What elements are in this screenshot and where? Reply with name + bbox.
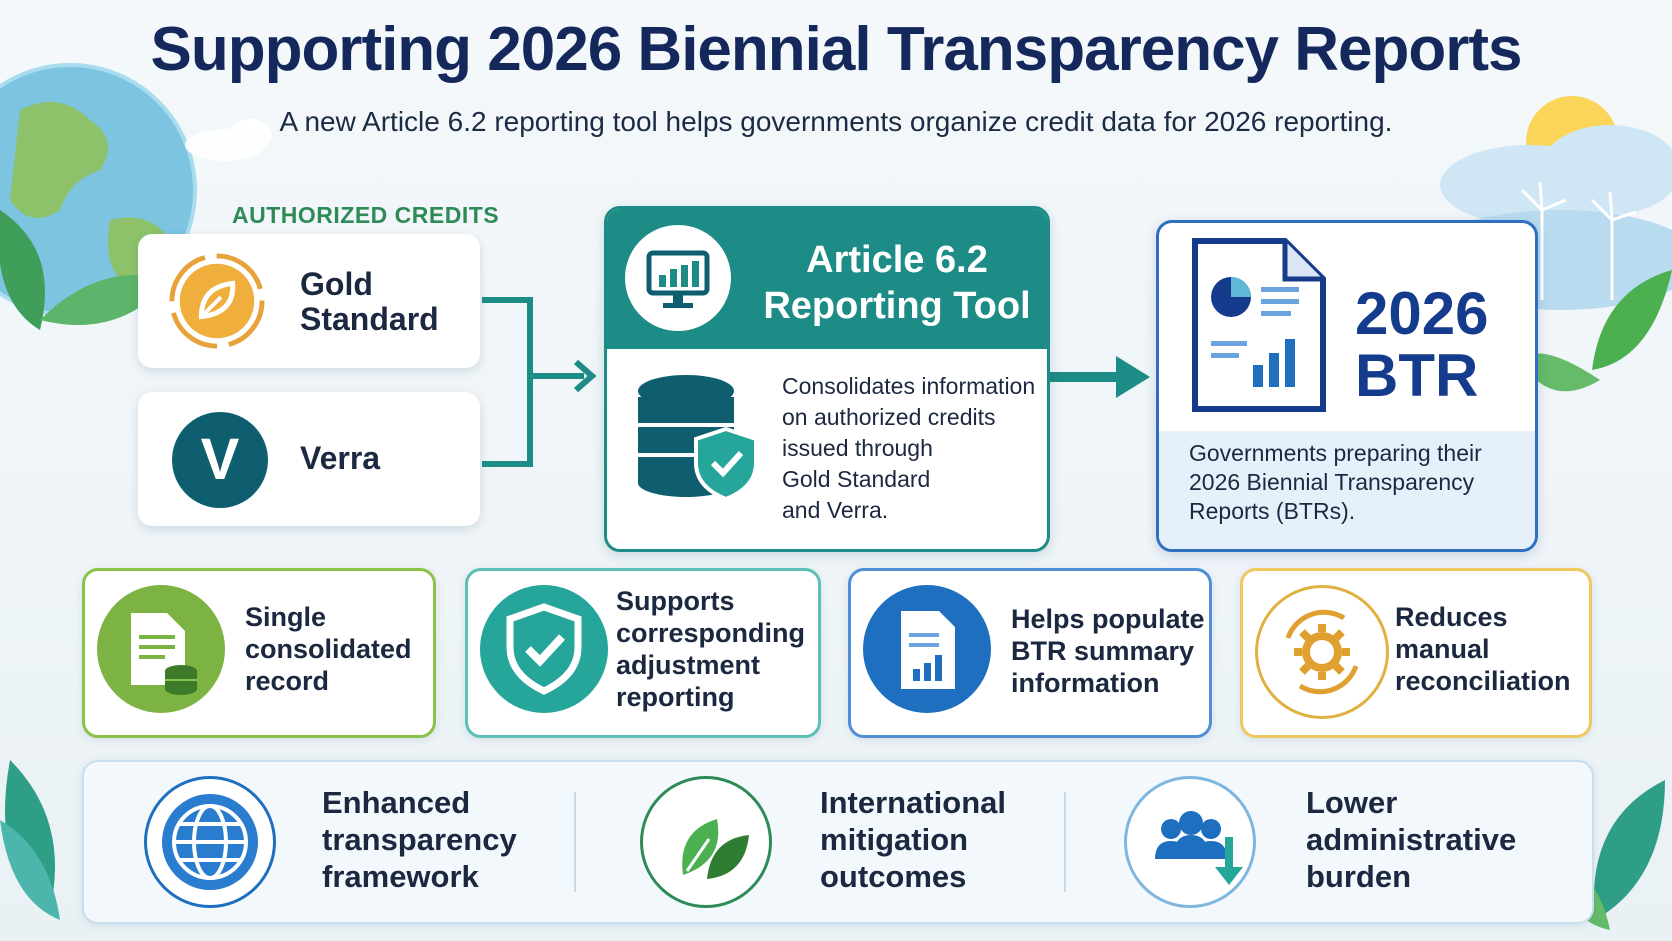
outcome-text: Enhanced transparency framework [322, 784, 517, 895]
btr-description-band [1159, 431, 1535, 549]
outcome-line: outcomes [820, 859, 967, 894]
tool-title-line2: Reporting Tool [763, 285, 1031, 327]
outcome-line: International [820, 785, 1007, 820]
btr-desc-line: Governments preparing their [1189, 440, 1482, 466]
tool-to-btr-arrow [1048, 356, 1150, 398]
tool-desc-line: Consolidates information [782, 373, 1036, 399]
feature-text: Helps populate BTR summary information [1011, 603, 1205, 699]
credits-to-tool-connector [482, 297, 597, 467]
feature-line: Supports [616, 586, 735, 616]
leaves-bottom-left-decoration-icon [0, 760, 60, 920]
page-title: Supporting 2026 Biennial Transparency Re… [150, 15, 1522, 84]
btr-title: 2026 BTR [1355, 283, 1488, 407]
feature-line: reconciliation [1395, 666, 1571, 696]
outcome-text: International mitigation outcomes [820, 784, 1006, 895]
report-document-icon [1192, 238, 1326, 412]
page-subtitle: A new Article 6.2 reporting tool helps g… [279, 106, 1393, 137]
btr-title-line2: BTR [1355, 342, 1479, 409]
tool-title-line1: Article 6.2 [806, 239, 988, 281]
leaves-right-decoration-icon [1520, 270, 1672, 392]
outcome-line: burden [1306, 859, 1412, 894]
monitor-chart-icon [625, 225, 731, 331]
btr-desc-line: Reports (BTRs). [1189, 498, 1356, 524]
outcomes-bar: Enhanced transparency framework Internat… [82, 760, 1594, 924]
outcome-divider [574, 792, 576, 892]
feature-line: adjustment [616, 650, 761, 680]
feature-line: consolidated [245, 634, 412, 664]
article-6-2-tool-panel: Article 6.2 Reporting Tool Consolidates … [604, 206, 1050, 552]
gear-cycle-icon [1255, 585, 1389, 719]
btr-desc-line: 2026 Biennial Transparency [1189, 469, 1475, 495]
outcome-divider [1064, 792, 1066, 892]
feature-line: record [245, 666, 330, 696]
tool-desc-line: and Verra. [782, 497, 889, 523]
feature-card-corresponding-adjustment: Supports corresponding adjustment report… [465, 568, 821, 738]
outcome-line: framework [322, 859, 479, 894]
feature-line: reporting [616, 682, 735, 712]
feature-line: Helps populate [1011, 604, 1205, 634]
btr-description: Governments preparing their 2026 Biennia… [1189, 439, 1519, 526]
leaves-left-top-decoration-icon [0, 210, 170, 330]
outcome-line: administrative [1306, 822, 1517, 857]
tool-desc-line: on authorized credits [782, 404, 996, 430]
leaves-icon [640, 776, 772, 908]
shield-check-icon [480, 585, 608, 713]
document-database-icon [97, 585, 225, 713]
outcome-text: Lower administrative burden [1306, 784, 1516, 895]
cloud-left-decoration-icon [185, 119, 272, 161]
outcome-line: mitigation [820, 822, 969, 857]
feature-line: Single [245, 602, 327, 632]
people-down-arrow-icon [1124, 776, 1256, 908]
wind-turbines-decoration-icon [1520, 181, 1637, 300]
feature-line: information [1011, 668, 1160, 698]
leaf-badge-icon [169, 253, 265, 349]
btr-panel: 2026 BTR Governments preparing their 202… [1156, 220, 1538, 552]
tool-title: Article 6.2 Reporting Tool [757, 237, 1037, 329]
tool-header: Article 6.2 Reporting Tool [607, 209, 1047, 349]
report-chart-icon [863, 585, 991, 713]
feature-text: Reduces manual reconciliation [1395, 601, 1571, 697]
outcome-line: transparency [322, 822, 517, 857]
btr-title-line1: 2026 [1355, 280, 1489, 347]
feature-card-btr-summary: Helps populate BTR summary information [848, 568, 1212, 738]
gold-standard-name-line2: Standard [300, 301, 439, 337]
outcome-line: Lower [1306, 785, 1398, 820]
gold-standard-card: Gold Standard [138, 234, 480, 368]
outcome-line: Enhanced [322, 785, 471, 820]
feature-line: Reduces [1395, 602, 1508, 632]
feature-card-reconciliation: Reduces manual reconciliation [1240, 568, 1592, 738]
tool-desc-line: Gold Standard [782, 466, 931, 492]
database-shield-icon [638, 375, 758, 502]
feature-line: BTR summary [1011, 636, 1195, 666]
tool-desc-line: issued through [782, 435, 933, 461]
feature-line: corresponding [616, 618, 806, 648]
feature-card-single-record: Single consolidated record [82, 568, 436, 738]
authorized-credits-label: AUTHORIZED CREDITS [232, 202, 500, 228]
verra-card: V Verra [138, 392, 480, 526]
verra-name: Verra [300, 440, 381, 476]
feature-text: Single consolidated record [245, 601, 412, 697]
verra-logo-icon: V [172, 412, 268, 508]
gold-standard-name-line1: Gold [300, 266, 373, 302]
globe-icon [144, 776, 276, 908]
feature-text: Supports corresponding adjustment report… [616, 585, 805, 713]
feature-line: manual [1395, 634, 1490, 664]
tool-description: Consolidates information on authorized c… [782, 371, 1042, 526]
